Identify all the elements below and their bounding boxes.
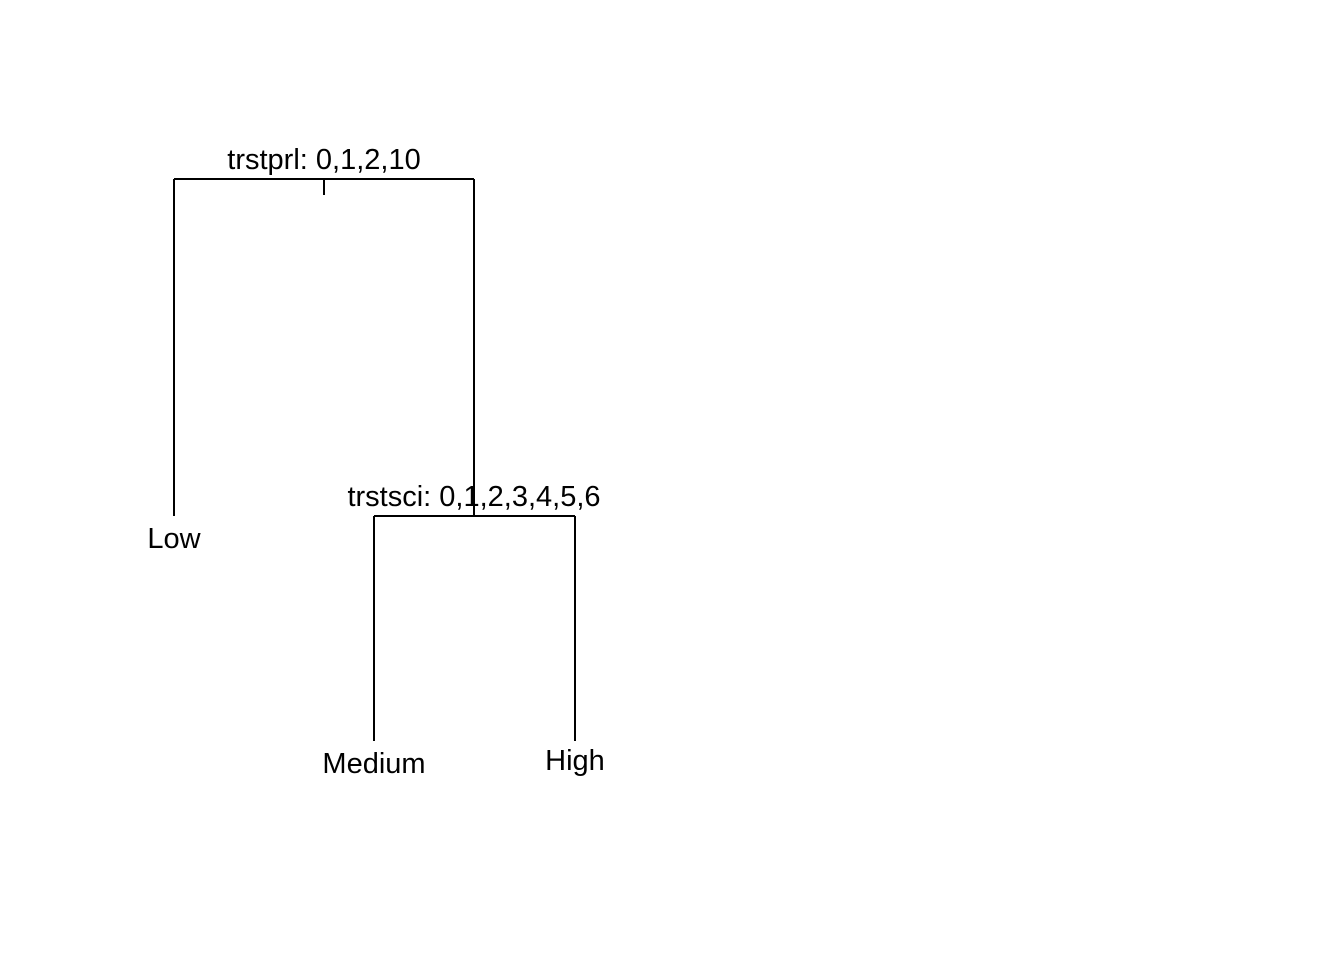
- leaf-high-label: High: [545, 745, 605, 777]
- leaf-medium-label: Medium: [322, 748, 425, 780]
- leaf-low-label: Low: [147, 523, 201, 555]
- root-split-label: trstprl: 0,1,2,10: [227, 144, 420, 176]
- node2-split-label: trstsci: 0,1,2,3,4,5,6: [347, 481, 600, 513]
